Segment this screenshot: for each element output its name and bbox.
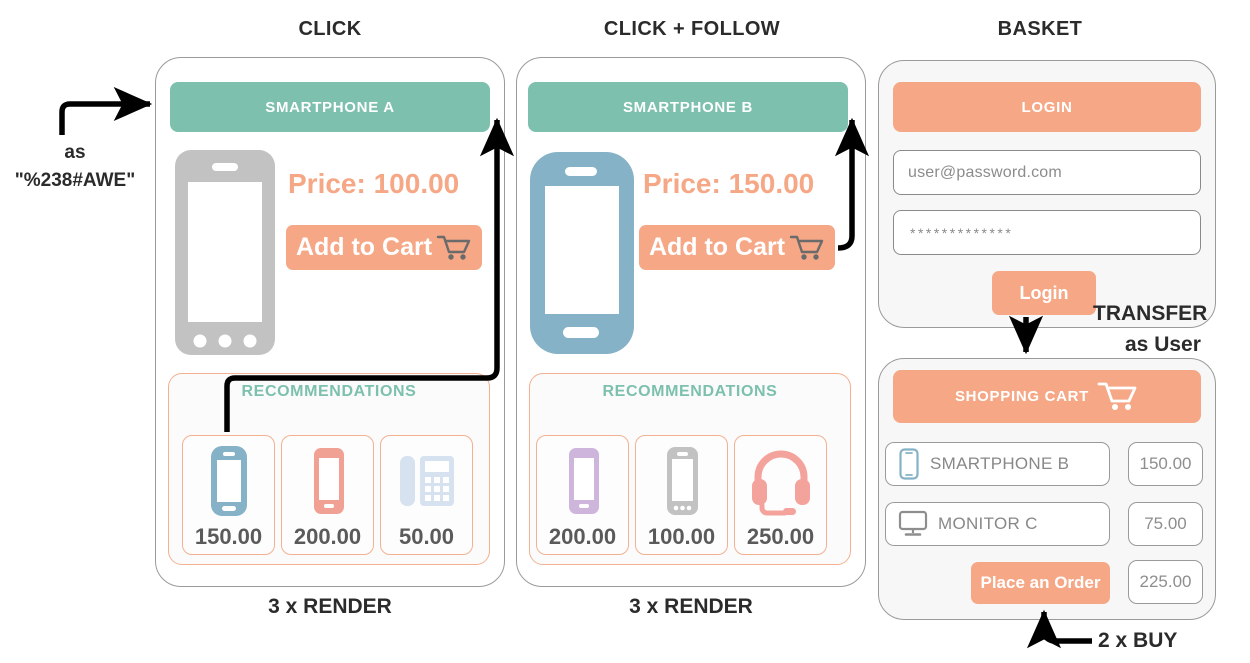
panel1-rec-item-2-value: 50.00 [398,524,455,549]
login-header[interactable]: LOGIN [893,82,1201,132]
annotation-render-mid: 3 x RENDER [629,595,753,618]
panel1-rec-item-1[interactable]: 200.00 [281,435,374,555]
password-field[interactable]: ************* [893,210,1201,255]
panel2-rec-item-0-value: 200.00 [548,524,617,549]
panel2-add-to-cart-label: Add to Cart [648,233,786,261]
panel1-add-to-cart-button[interactable]: Add to Cart [286,225,482,270]
shopping-cart-icon [1097,382,1137,410]
cart-total-value: 225.00 [1128,560,1203,604]
panel2-add-to-cart-button[interactable]: Add to Cart [639,225,835,270]
deskphone-blue-icon [381,436,472,526]
panel1-rec-item-0-value: 150.00 [194,524,263,549]
panel1-rec-item-0[interactable]: 150.00 [182,435,275,555]
panel1-header[interactable]: SMARTPHONE A [170,82,490,132]
panel2-rec-item-1-value: 100.00 [647,524,716,549]
cart-row-1[interactable]: MONITOR C [885,502,1110,546]
panel2-price: Price: 150.00 [643,168,815,199]
email-field[interactable]: user@password.com [893,150,1201,195]
caption-click-follow: CLICK + FOLLOW [603,18,781,40]
login-button[interactable]: Login [992,271,1096,315]
annotation-transfer-as-user: as User [1125,333,1201,356]
panel1-price: Price: 100.00 [288,168,460,199]
cart-row-1-label: MONITOR C [938,514,1038,533]
annotation-render-left: 3 x RENDER [268,595,392,618]
monitor-grey-icon [898,510,928,536]
caption-basket: BASKET [997,18,1083,40]
panel2-rec-item-2-value: 250.00 [746,524,815,549]
headset-pink-icon [735,436,826,526]
cart-row-0-label: SMARTPHONE B [930,454,1070,473]
smartphone-salmon-icon [282,436,373,526]
annotation-as-label: as [64,142,86,163]
panel1-recommendations-title: RECOMMENDATIONS [241,383,417,400]
login-header-label: LOGIN [1021,98,1073,116]
shopping-cart-icon [436,235,471,260]
cart-row-1-value: 75.00 [1128,502,1203,546]
smartphone-blue-icon [183,436,274,526]
annotation-buy: 2 x BUY [1098,629,1178,652]
cart-row-0[interactable]: SMARTPHONE B [885,442,1110,486]
panel1-add-to-cart-label: Add to Cart [295,233,433,261]
smartphone-grey-icon [636,436,727,526]
panel2-rec-item-0[interactable]: 200.00 [536,435,629,555]
panel2-rec-item-2[interactable]: 250.00 [734,435,827,555]
cart-header[interactable]: SHOPPING CART [893,370,1201,423]
panel2-header[interactable]: SMARTPHONE B [528,82,848,132]
panel1-header-label: SMARTPHONE A [265,98,395,116]
shopping-cart-icon [789,235,824,260]
panel2-rec-item-1[interactable]: 100.00 [635,435,728,555]
panel1-rec-item-2[interactable]: 50.00 [380,435,473,555]
cart-row-0-value: 150.00 [1128,442,1203,486]
cart-header-label: SHOPPING CART [954,388,1090,405]
annotation-as-value: "%238#AWE" [14,170,136,191]
smartphone-blue-icon [899,448,919,480]
panel1-rec-item-1-value: 200.00 [293,524,362,549]
annotation-transfer: TRANSFER [1093,302,1208,325]
panel2-header-label: SMARTPHONE B [622,98,754,116]
place-order-button[interactable]: Place an Order [971,562,1110,604]
caption-click: CLICK [298,18,362,40]
smartphone-purple-icon [537,436,628,526]
panel2-recommendations-title: RECOMMENDATIONS [602,383,778,400]
